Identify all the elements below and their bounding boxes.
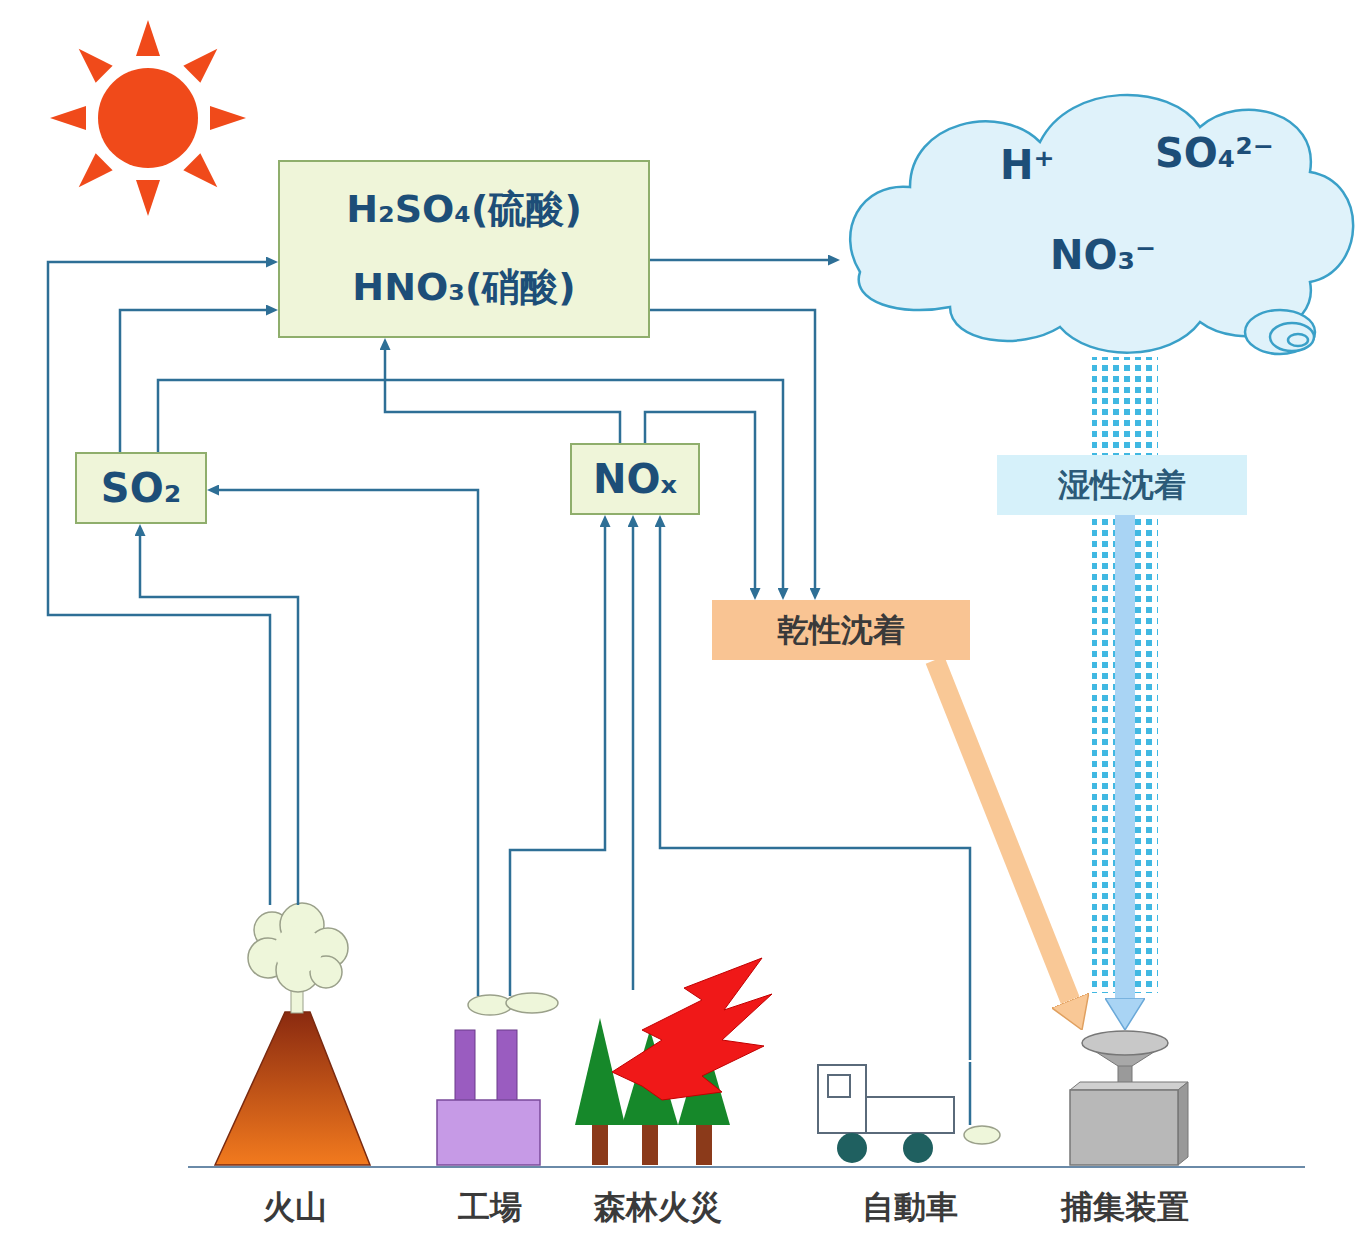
- dry-deposition-band: 乾性沈着: [712, 600, 970, 660]
- factory: 工場: [414, 996, 566, 1228]
- source-label: 森林火災: [554, 1189, 761, 1226]
- flow-arrow: [660, 527, 970, 1060]
- rain-connector: [1092, 357, 1158, 455]
- node-text: 乾性沈着: [777, 612, 905, 649]
- flow-arrow: [632, 527, 635, 990]
- ground-line: [188, 1166, 1305, 1168]
- car-picture: [818, 1062, 1000, 1163]
- node-text: NO₃⁻: [1050, 232, 1156, 278]
- flow-arrow: [650, 259, 828, 262]
- forest-fire-picture: [575, 958, 772, 1165]
- cloud: H⁺ SO₄²⁻ NO₃⁻: [840, 82, 1360, 357]
- source-label: 捕集装置: [1024, 1189, 1226, 1226]
- node-text: SO₂: [101, 465, 181, 511]
- acid-box: H₂SO₄(硫酸) HNO₃(硝酸): [278, 160, 650, 338]
- node-text: SO₄²⁻: [1155, 130, 1274, 176]
- flow-arrow: [385, 350, 620, 443]
- flow-arrow: [510, 527, 605, 996]
- car: 自動車: [796, 1060, 1023, 1228]
- flow-arrow: [935, 660, 1070, 1000]
- wet-deposition-band: 湿性沈着: [997, 455, 1247, 515]
- source-label: 自動車: [796, 1189, 1023, 1226]
- node-text: NOₓ: [593, 456, 677, 502]
- so2-box: SO₂: [75, 452, 207, 524]
- factory-picture: [437, 993, 558, 1165]
- volcano: 火山: [189, 905, 401, 1228]
- flow-arrow: [48, 262, 270, 905]
- node-text: H⁺: [1000, 142, 1055, 188]
- collector: 捕集装置: [1024, 1030, 1226, 1228]
- flow-arrow: [140, 536, 298, 905]
- flow-arrow: [219, 490, 478, 996]
- nox-box: NOₓ: [570, 443, 700, 515]
- node-text: HNO₃(硝酸): [352, 266, 575, 310]
- sun: [50, 20, 246, 216]
- flow-arrow: [1115, 515, 1135, 998]
- source-label: 工場: [414, 1189, 566, 1226]
- forest-fire: 森林火災: [554, 990, 761, 1228]
- source-label: 火山: [189, 1189, 401, 1226]
- node-text: H₂SO₄(硫酸): [346, 188, 582, 232]
- collector-picture: [1070, 1031, 1188, 1165]
- node-text: 湿性沈着: [1058, 467, 1186, 504]
- cloud-outline: [840, 82, 1360, 357]
- volcano-picture: [215, 903, 370, 1165]
